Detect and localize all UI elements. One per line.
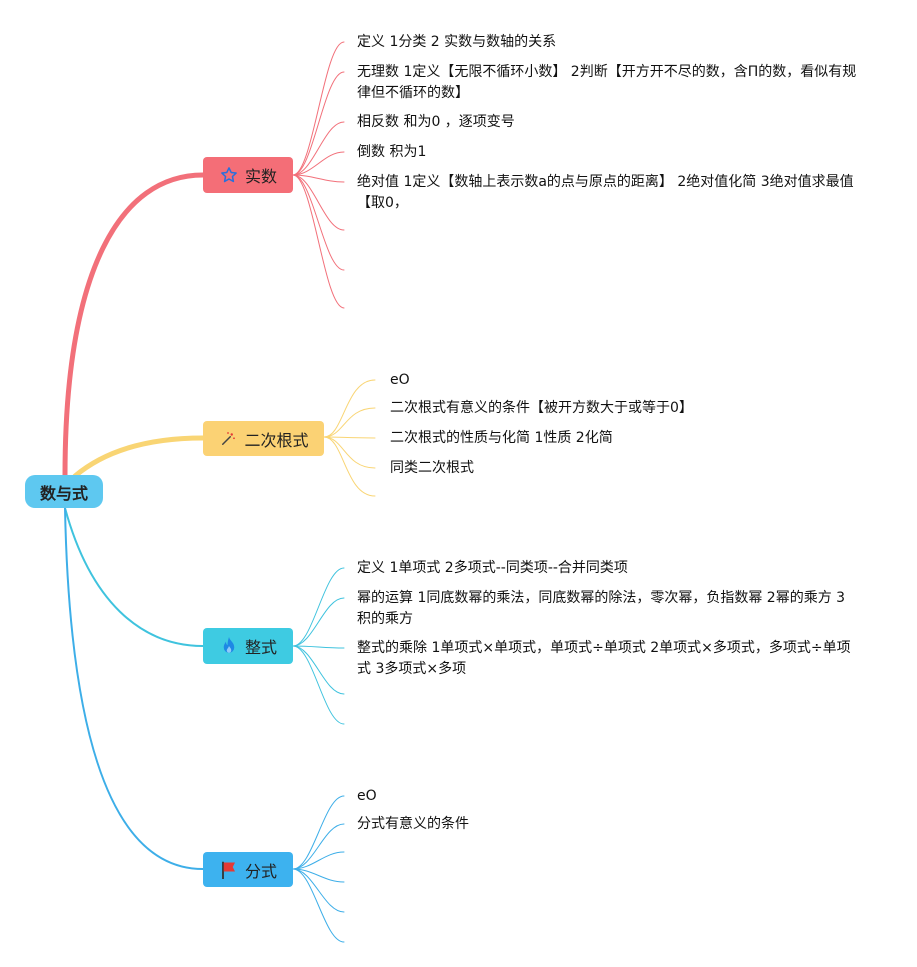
leaf-item[interactable]: 绝对值 1定义【数轴上表示数a的点与原点的距离】 2绝对值化简 3绝对值求最值【… xyxy=(357,174,854,211)
leaf-connector xyxy=(292,121,345,176)
magic-wand-icon xyxy=(218,429,238,449)
leaf-connector xyxy=(323,436,376,497)
leaf-connector xyxy=(292,41,345,176)
leaf-connector xyxy=(292,597,345,647)
leaf-connector xyxy=(292,71,345,176)
leaf-item[interactable]: eO xyxy=(390,372,410,388)
leaf-item[interactable]: 倒数 积为1 xyxy=(357,144,427,160)
leaf-connector xyxy=(292,823,345,870)
star-icon xyxy=(219,165,239,185)
leaf-item[interactable]: 定义 1单项式 2多项式--同类项--合并同类项 xyxy=(357,560,628,576)
leaf-connector xyxy=(292,645,345,725)
leaf-item[interactable]: 同类二次根式 xyxy=(390,460,474,476)
leaf-connector xyxy=(292,151,345,176)
leaf-connector xyxy=(292,868,345,943)
leaf-item[interactable]: 二次根式有意义的条件【被开方数大于或等于0】 xyxy=(390,400,693,416)
branch-label: 整式 xyxy=(244,638,277,657)
leaf-connector xyxy=(292,567,345,647)
leaf-connector xyxy=(292,174,345,231)
leaf-connector xyxy=(292,795,345,870)
root-node[interactable]: 数与式 xyxy=(25,475,103,508)
branch-fractions[interactable]: 分式 xyxy=(203,852,293,887)
branch-quadratic-radicals[interactable]: 二次根式 xyxy=(203,421,324,456)
leaf-item[interactable]: 二次根式的性质与化简 1性质 2化简 xyxy=(390,430,613,446)
branch-polynomials[interactable]: 整式 xyxy=(203,628,293,664)
flag-icon xyxy=(219,860,239,880)
leaf-connector xyxy=(323,407,376,438)
leaf-connector xyxy=(323,436,376,469)
leaf-connector xyxy=(292,851,345,870)
branch-label: 二次根式 xyxy=(244,430,309,450)
branch-real-numbers[interactable]: 实数 xyxy=(203,157,293,193)
leaf-connector xyxy=(292,174,345,271)
leaf-connector xyxy=(292,174,345,309)
leaf-item[interactable]: 无理数 1定义【无限不循环小数】 2判断【开方开不尽的数，含Π的数，看似有规律但… xyxy=(357,64,857,101)
branch-connector xyxy=(62,172,206,479)
leaf-connector xyxy=(323,436,376,439)
branch-connector xyxy=(72,435,206,479)
branch-connector xyxy=(64,507,204,647)
branch-label: 实数 xyxy=(244,167,277,186)
leaf-item[interactable]: 整式的乘除 1单项式×单项式，单项式÷单项式 2单项式×多项式，多项式÷单项式 … xyxy=(357,640,851,677)
leaf-connector xyxy=(292,174,345,183)
root-label: 数与式 xyxy=(39,483,88,503)
fire-icon xyxy=(219,636,239,656)
leaf-connector xyxy=(292,645,345,695)
leaf-item[interactable]: 幂的运算 1同底数幂的乘法，同底数幂的除法，零次幂，负指数幂 2幂的乘方 3积的… xyxy=(357,590,846,627)
leaf-connector xyxy=(323,379,376,438)
leaf-item[interactable]: 相反数 和为0 ，逐项变号 xyxy=(357,114,515,130)
branch-connector xyxy=(64,507,204,870)
leaf-connector xyxy=(292,868,345,913)
leaf-connector xyxy=(292,645,345,649)
leaf-item[interactable]: 定义 1分类 2 实数与数轴的关系 xyxy=(357,34,557,50)
leaf-item[interactable]: 分式有意义的条件 xyxy=(357,816,469,832)
leaf-item[interactable]: eO xyxy=(357,788,377,804)
branch-label: 分式 xyxy=(244,861,277,881)
